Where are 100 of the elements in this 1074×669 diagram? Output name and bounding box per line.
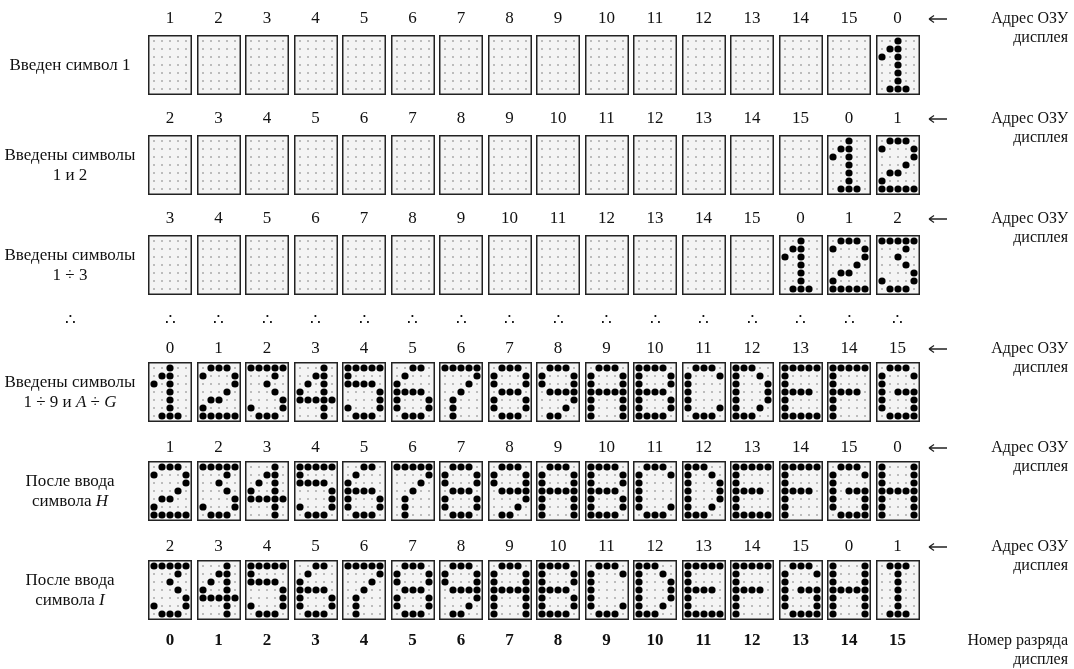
address-number: 5 [407, 338, 418, 358]
address-number: 11 [694, 338, 713, 358]
row-caption: После ввода символа I [24, 570, 116, 610]
address-number: 9 [504, 108, 515, 128]
address-number: 15 [888, 338, 907, 358]
digit-number: 4 [358, 630, 370, 650]
address-number: 4 [213, 208, 224, 228]
address-number: 8 [407, 208, 418, 228]
address-number: 13 [694, 536, 713, 556]
digit-number: 8 [552, 630, 564, 650]
address-label: Адрес ОЗУ дисплея [990, 437, 1068, 475]
digit-number: 12 [742, 630, 762, 650]
digit-number: 2 [261, 630, 273, 650]
address-number: 15 [791, 536, 810, 556]
address-number: 3 [310, 338, 321, 358]
address-number: 10 [548, 536, 568, 556]
address-number: 14 [742, 108, 762, 128]
address-number: 0 [795, 208, 806, 228]
address-number: 2 [213, 437, 224, 457]
address-number: 0 [843, 536, 855, 556]
address-number: 7 [407, 536, 418, 556]
address-label: Адрес ОЗУ дисплея [990, 338, 1068, 376]
address-number: 10 [500, 208, 519, 228]
ellipsis-mark: ∴ [357, 310, 371, 330]
ellipsis-mark: ∴ [212, 310, 225, 330]
address-number: 1 [892, 536, 903, 556]
address-number: 7 [455, 437, 467, 457]
address-number: 15 [742, 208, 762, 228]
address-number: 9 [455, 208, 467, 228]
digit-number: 3 [310, 630, 321, 650]
digit-number: 14 [839, 630, 859, 650]
address-number: 12 [645, 536, 665, 556]
address-number: 5 [310, 536, 321, 556]
row-caption: После ввода символа H [24, 471, 116, 511]
digit-number: 15 [888, 630, 907, 650]
address-number: 2 [164, 536, 176, 556]
row-caption: Введены символы 1 ÷ 9 и A ÷ G [3, 372, 137, 412]
address-number: 12 [742, 338, 762, 358]
digit-number: 1 [213, 630, 224, 650]
address-number: 4 [261, 108, 273, 128]
address-number: 3 [213, 536, 224, 556]
ellipsis-mark: ∴ [842, 310, 856, 330]
address-number: 8 [455, 108, 467, 128]
row-caption: Введены символы 1 и 2 [3, 145, 137, 185]
address-number: 10 [597, 8, 616, 28]
address-number: 1 [843, 208, 855, 228]
address-number: 4 [358, 338, 370, 358]
address-number: 11 [645, 8, 665, 28]
address-number: 15 [791, 108, 810, 128]
address-number: 0 [892, 8, 903, 28]
address-number: 4 [310, 8, 321, 28]
address-number: 5 [358, 437, 370, 457]
digit-number: 6 [455, 630, 467, 650]
ellipsis-mark: ∴ [503, 310, 516, 330]
address-number: 4 [310, 437, 321, 457]
address-number: 6 [310, 208, 321, 228]
address-number: 5 [310, 108, 321, 128]
ellipsis-mark: ∴ [309, 310, 322, 330]
address-number: 14 [694, 208, 713, 228]
address-number: 14 [742, 536, 762, 556]
address-number: 2 [164, 108, 176, 128]
row-caption: Введен символ 1 [8, 55, 132, 75]
address-number: 8 [504, 437, 515, 457]
address-number: 15 [839, 437, 859, 457]
digit-number: 10 [645, 630, 665, 650]
address-number: 12 [694, 437, 713, 457]
address-number: 6 [455, 338, 467, 358]
address-number: 3 [261, 437, 273, 457]
address-number: 11 [597, 536, 616, 556]
address-number: 15 [839, 8, 859, 28]
address-number: 0 [892, 437, 903, 457]
address-number: 3 [261, 8, 273, 28]
digit-number: 7 [504, 630, 515, 650]
address-number: 9 [601, 338, 612, 358]
ellipsis-mark: ∴ [794, 310, 807, 330]
address-number: 1 [213, 338, 224, 358]
ellipsis-mark: ∴ [63, 310, 77, 330]
address-number: 0 [164, 338, 176, 358]
ellipsis-mark: ∴ [260, 310, 274, 330]
address-number: 11 [597, 108, 616, 128]
address-label: Адрес ОЗУ дисплея [990, 8, 1068, 46]
address-number: 13 [645, 208, 665, 228]
address-number: 8 [552, 338, 564, 358]
address-number: 2 [892, 208, 903, 228]
address-number: 3 [213, 108, 224, 128]
address-number: 2 [213, 8, 224, 28]
address-number: 10 [548, 108, 568, 128]
address-number: 11 [548, 208, 568, 228]
address-number: 12 [694, 8, 713, 28]
address-number: 2 [261, 338, 273, 358]
address-number: 11 [645, 437, 665, 457]
address-number: 5 [261, 208, 273, 228]
address-number: 7 [407, 108, 418, 128]
ellipsis-mark: ∴ [406, 310, 419, 330]
address-number: 7 [504, 338, 515, 358]
digit-number: 0 [164, 630, 176, 650]
ellipsis-mark: ∴ [891, 310, 904, 330]
address-number: 6 [358, 108, 370, 128]
address-number: 10 [645, 338, 665, 358]
address-number: 10 [597, 437, 616, 457]
